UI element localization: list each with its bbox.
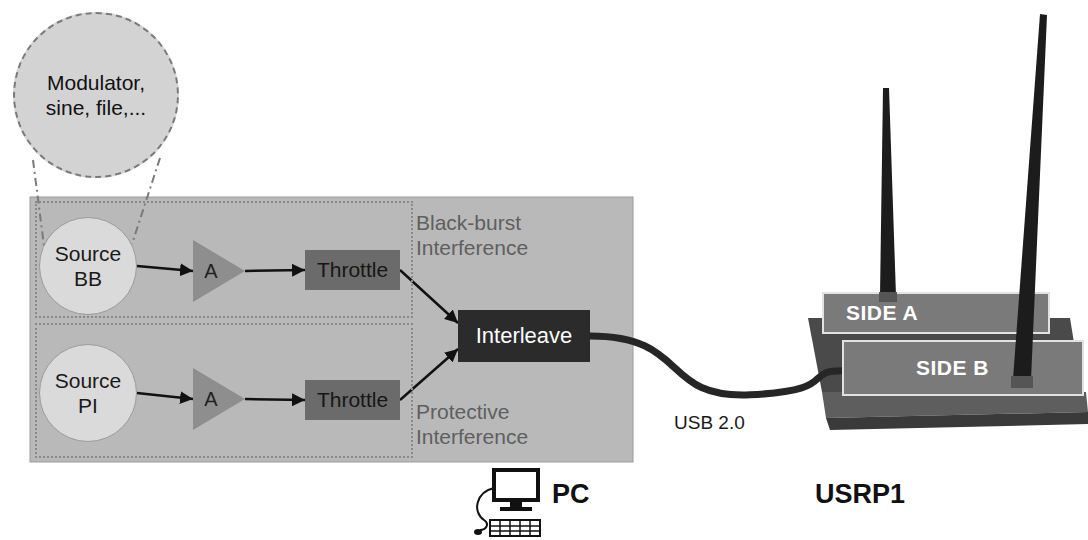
source-circle: Source BB [39, 217, 137, 315]
triangle-outline [193, 240, 245, 302]
triangle-outline [193, 368, 245, 430]
interference-region: Protective InterferenceSource PIAThrottl… [35, 323, 413, 458]
pc-label: PC [552, 478, 590, 510]
usb-cable [590, 336, 842, 395]
interference-region: Black-burst InterferenceSource BBAThrott… [35, 201, 413, 318]
throttle-block: Throttle [305, 250, 400, 290]
throttle-block: Throttle [305, 380, 400, 420]
antenna [1013, 14, 1047, 380]
source-circle: Source PI [39, 344, 137, 442]
pc-icon [474, 470, 540, 536]
pc-panel [30, 197, 633, 462]
node-text: Throttle [317, 387, 388, 412]
base-plate [826, 412, 1088, 430]
node-text: SIDE B [916, 355, 989, 380]
zoom-line [33, 160, 44, 246]
interleave-block: Interleave [458, 310, 590, 362]
zoom-line [132, 158, 160, 244]
device-label: USRP1 [815, 478, 905, 510]
node-text: Modulator, sine, file,... [26, 70, 166, 120]
node-text: Source BB [46, 241, 130, 291]
daughterboard: SIDE A [822, 292, 1050, 334]
callout-circle: Modulator, sine, file,... [13, 12, 179, 178]
region-heading: Protective Interference [416, 399, 566, 449]
signal-arrow [400, 270, 458, 323]
node-text: Throttle [317, 257, 388, 282]
amplifier-triangle: A [193, 240, 245, 302]
node-text: Source PI [46, 368, 130, 418]
node-text: A [204, 259, 217, 283]
signal-arrow [137, 266, 193, 271]
antenna-base [1011, 376, 1033, 388]
antenna [880, 88, 896, 296]
signal-arrow [400, 349, 458, 400]
signal-arrow [245, 270, 305, 271]
daughterboard: SIDE B [842, 340, 1084, 396]
node-text: Interleave [476, 323, 573, 349]
antenna-base [879, 292, 897, 302]
amplifier-triangle: A [193, 368, 245, 430]
edge-label: USB 2.0 [672, 412, 747, 435]
signal-arrow [137, 393, 193, 399]
signal-arrow [245, 399, 305, 400]
node-text: SIDE A [846, 300, 918, 325]
region-heading: Black-burst Interference [416, 210, 566, 260]
node-text: A [204, 387, 217, 411]
